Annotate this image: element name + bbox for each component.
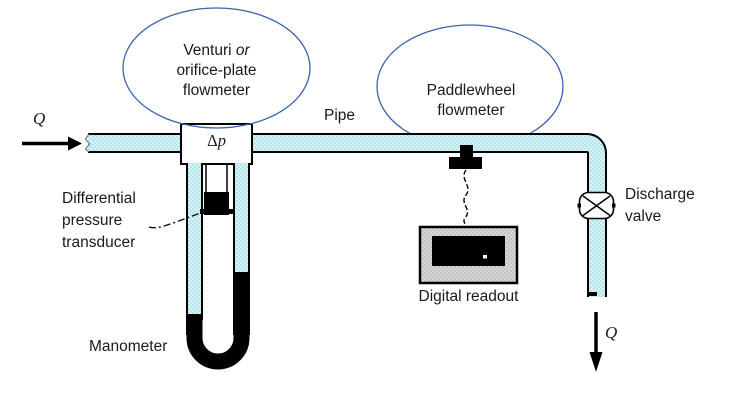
discharge-valve-label: Discharge valve xyxy=(625,184,695,228)
pressure-transducer-icon xyxy=(200,192,234,215)
paddlewheel-sensor-icon xyxy=(449,145,482,169)
venturi-label-line1: Venturi or xyxy=(183,42,250,59)
digital-readout-label: Digital readout xyxy=(418,288,519,305)
pressure-transducer-label: Differential pressure transducer xyxy=(62,188,136,254)
delta-p-label: Δp xyxy=(207,131,226,150)
flow-in-label: Q xyxy=(33,109,46,128)
valve-label-line2: valve xyxy=(625,208,662,225)
transducer-label-line3: transducer xyxy=(62,234,136,251)
readout-screen xyxy=(432,236,505,266)
discharge-valve-icon xyxy=(577,191,616,220)
pipe-run xyxy=(88,135,605,297)
flow-in-arrow xyxy=(22,136,82,151)
manometer-utube xyxy=(186,163,250,370)
pipe-outline xyxy=(88,133,607,297)
venturi-label-line3: flowmeter xyxy=(182,82,251,99)
manometer-left-leg-fluid xyxy=(188,163,201,314)
paddlewheel-label-line2: flowmeter xyxy=(437,102,505,119)
manometer-gauge-fluid xyxy=(186,272,250,370)
flowmeter-body xyxy=(180,123,253,165)
flow-out-label: Q xyxy=(605,323,618,342)
transducer-pointer-line xyxy=(148,210,207,229)
manometer-right-leg-fluid xyxy=(235,163,248,272)
venturi-flowmeter-label: Venturi or orifice-plate flowmeter xyxy=(146,41,287,101)
venturi-label-line2: orifice-plate xyxy=(176,62,257,79)
paddlewheel-label-line1: Paddlewheel xyxy=(426,82,516,99)
paddlewheel-flowmeter-label: Paddlewheel flowmeter xyxy=(396,81,546,121)
pipe-outlet-tick xyxy=(587,292,597,296)
pipe-break-icon xyxy=(84,133,91,153)
flow-out-arrow xyxy=(589,312,603,372)
valve-label-line1: Discharge xyxy=(625,186,695,203)
transducer-label-line1: Differential xyxy=(62,190,136,207)
venturi-callout-ellipse xyxy=(122,7,311,129)
pipe-label: Pipe xyxy=(324,107,356,124)
manometer-label: Manometer xyxy=(89,338,168,355)
transducer-label-line2: pressure xyxy=(62,212,123,229)
readout-dot xyxy=(483,255,487,259)
signal-cable xyxy=(463,169,469,228)
digital-readout-icon xyxy=(418,225,519,285)
